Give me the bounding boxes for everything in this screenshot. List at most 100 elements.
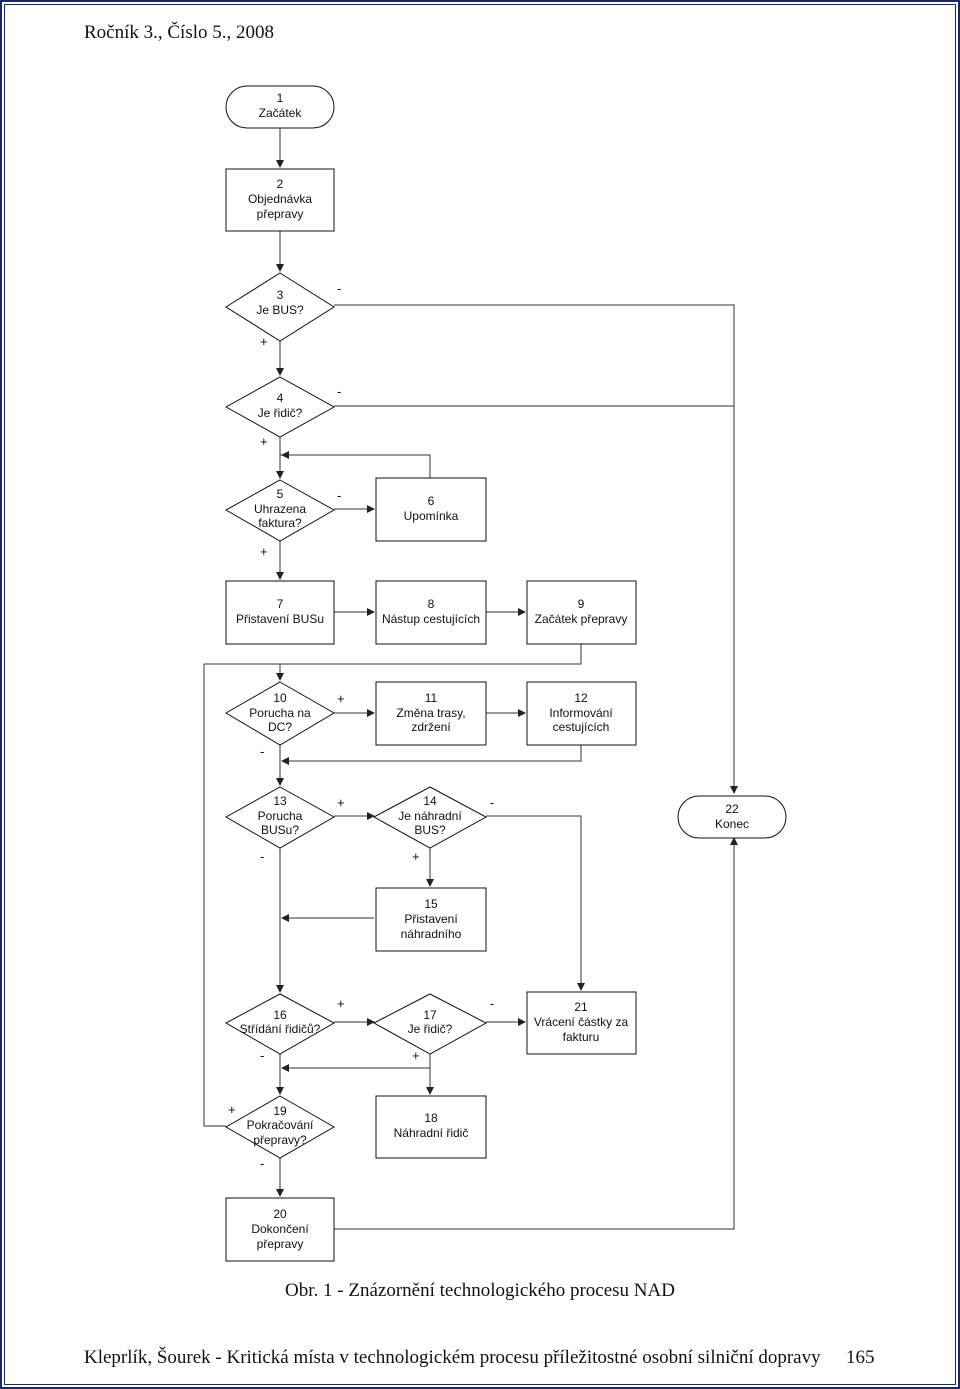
- svg-text:Konec: Konec: [715, 817, 749, 831]
- svg-text:3: 3: [277, 288, 284, 302]
- node-1: 1 Začátek: [225, 85, 335, 129]
- svg-text:Porucha na: Porucha na: [249, 706, 311, 720]
- journal-header: Ročník 3., Číslo 5., 2008: [84, 22, 275, 43]
- branch-labels: - + - + - + + - + - - + + - - + + -: [228, 281, 494, 1171]
- edge-9-10: [276, 644, 582, 681]
- node-10-decision: 10 Porucha na DC?: [225, 681, 335, 746]
- svg-text:Uhrazena: Uhrazena: [254, 502, 306, 516]
- edge-20-22: [334, 837, 738, 1230]
- svg-text:BUS?: BUS?: [414, 823, 446, 837]
- svg-text:Je BUS?: Je BUS?: [256, 303, 304, 317]
- svg-text:Dokončení: Dokončení: [251, 1222, 309, 1236]
- svg-text:17: 17: [423, 1008, 437, 1022]
- svg-text:Je řidič?: Je řidič?: [258, 406, 303, 420]
- svg-text:Je náhradní: Je náhradní: [398, 809, 462, 823]
- label-4-no: -: [337, 384, 341, 399]
- svg-text:přepravy: přepravy: [257, 1237, 304, 1251]
- label-10-no: -: [260, 744, 264, 759]
- edge-18-join: [281, 1064, 431, 1094]
- svg-text:10: 10: [273, 691, 287, 705]
- node-20: 20 Dokončení přepravy: [225, 1197, 335, 1262]
- label-13-yes: +: [337, 795, 345, 810]
- svg-text:11: 11: [425, 691, 438, 705]
- node-3-decision: 3 Je BUS?: [225, 272, 335, 342]
- svg-text:20: 20: [273, 1207, 287, 1221]
- svg-text:13: 13: [273, 794, 287, 808]
- svg-text:DC?: DC?: [268, 720, 292, 734]
- node-14-decision: 14 Je náhradní BUS?: [372, 786, 488, 849]
- figure-caption: Obr. 1 - Znázornění technologického proc…: [285, 1280, 675, 1301]
- node-2: 2 Objednávka přepravy: [225, 168, 335, 232]
- edges: [203, 128, 738, 1230]
- svg-text:Upomínka: Upomínka: [404, 509, 459, 523]
- svg-text:Začátek: Začátek: [259, 106, 303, 120]
- svg-text:7: 7: [277, 597, 284, 611]
- label-4-yes: +: [260, 434, 268, 449]
- svg-text:náhradního: náhradního: [401, 927, 462, 941]
- node-7: 7 Přistavení BUSu: [225, 580, 335, 645]
- label-3-no: -: [337, 281, 341, 296]
- node-9: 9 Začátek přepravy: [526, 580, 637, 645]
- svg-text:4: 4: [277, 391, 284, 405]
- svg-text:Začátek přepravy: Začátek přepravy: [535, 612, 628, 626]
- page-border-inner: [4, 4, 956, 1385]
- node-16-decision: 16 Střídání řidičů?: [224, 993, 336, 1055]
- label-17-no: -: [490, 996, 494, 1011]
- svg-text:Střídání řidičů?: Střídání řidičů?: [240, 1022, 321, 1036]
- node-12: 12 Informování cestujících: [526, 681, 637, 746]
- page-footer: Kleprlík, Šourek - Kritická místa v tech…: [84, 1347, 821, 1368]
- svg-text:Přistavení: Přistavení: [404, 912, 458, 926]
- svg-text:Pokračování: Pokračování: [247, 1118, 314, 1132]
- label-3-yes: +: [260, 334, 268, 349]
- svg-text:6: 6: [428, 494, 435, 508]
- svg-text:Porucha: Porucha: [258, 809, 303, 823]
- svg-text:16: 16: [273, 1008, 287, 1022]
- svg-text:19: 19: [273, 1104, 287, 1118]
- svg-text:faktura?: faktura?: [258, 516, 302, 530]
- label-16-yes: +: [337, 996, 345, 1011]
- node-11: 11 Změna trasy, zdržení: [375, 681, 487, 746]
- node-8: 8 Nástup cestujících: [375, 580, 487, 645]
- node-6: 6 Upomínka: [375, 477, 487, 542]
- svg-text:14: 14: [423, 794, 437, 808]
- edge-6-5: [280, 454, 431, 478]
- node-15: 15 Přistavení náhradního: [375, 887, 487, 952]
- edge-12-13: [281, 745, 582, 765]
- svg-text:Změna trasy,: Změna trasy,: [396, 706, 465, 720]
- svg-text:zdržení: zdržení: [411, 720, 451, 734]
- svg-text:15: 15: [424, 897, 438, 911]
- svg-text:Je řidič?: Je řidič?: [408, 1022, 453, 1036]
- label-19-no: -: [260, 1156, 264, 1171]
- svg-text:Náhradní řidič: Náhradní řidič: [394, 1126, 469, 1140]
- svg-text:cestujících: cestujících: [553, 720, 610, 734]
- node-5-decision: 5 Uhrazena faktura?: [224, 479, 336, 542]
- svg-text:18: 18: [424, 1111, 438, 1125]
- svg-text:Nástup cestujících: Nástup cestujících: [382, 612, 480, 626]
- svg-text:Přistavení BUSu: Přistavení BUSu: [236, 612, 324, 626]
- node-18: 18 Náhradní řidič: [375, 1095, 487, 1159]
- svg-text:přepravy?: přepravy?: [253, 1133, 307, 1147]
- svg-text:Vrácení částky za: Vrácení částky za: [534, 1015, 629, 1029]
- label-14-yes: +: [412, 849, 420, 864]
- edge-14-21: [486, 815, 585, 991]
- label-10-yes: +: [337, 691, 345, 706]
- label-5-no: -: [337, 488, 341, 503]
- node-19-decision: 19 Pokračování přepravy?: [224, 1095, 336, 1159]
- node-13-decision: 13 Porucha BUSu?: [224, 786, 336, 849]
- svg-text:8: 8: [428, 597, 435, 611]
- svg-text:BUSu?: BUSu?: [261, 823, 299, 837]
- label-13-no: -: [260, 849, 264, 864]
- svg-text:Informování: Informování: [549, 706, 613, 720]
- page-number: 165: [846, 1347, 875, 1368]
- svg-text:přepravy: přepravy: [257, 207, 304, 221]
- node-17-decision: 17 Je řidič?: [372, 993, 488, 1055]
- svg-text:2: 2: [277, 177, 284, 191]
- label-17-yes: +: [412, 1048, 420, 1063]
- node-4-decision: 4 Je řidič?: [224, 376, 336, 438]
- svg-text:22: 22: [725, 802, 739, 816]
- svg-text:Objednávka: Objednávka: [248, 192, 312, 206]
- svg-text:fakturu: fakturu: [563, 1030, 600, 1044]
- label-14-no: -: [490, 795, 494, 810]
